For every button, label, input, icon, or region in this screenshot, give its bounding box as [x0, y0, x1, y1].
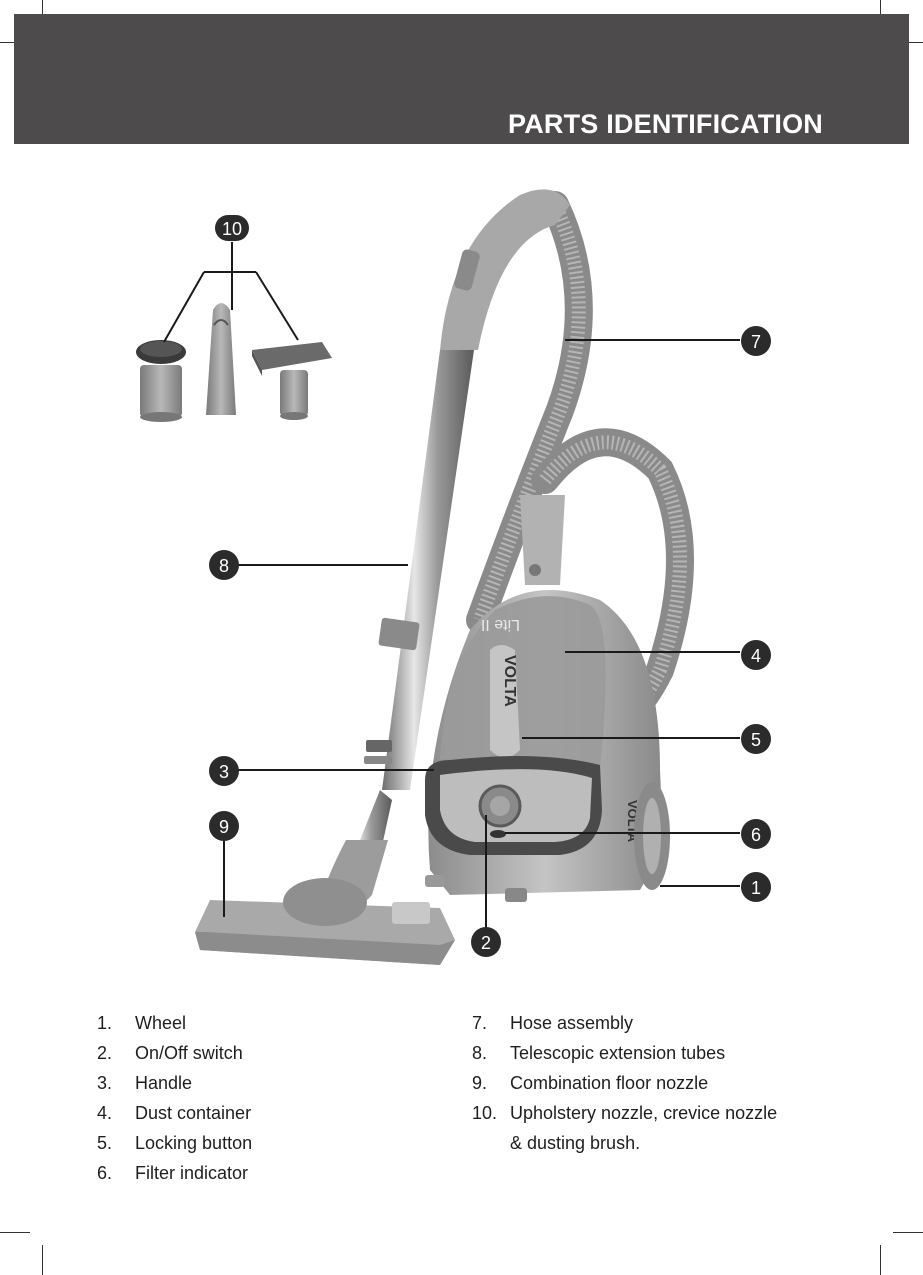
list-item: 5.Locking button — [97, 1128, 252, 1158]
list-item: 4.Dust container — [97, 1098, 252, 1128]
parts-list-right-column: 7.Hose assembly 8.Telescopic extension t… — [472, 1008, 777, 1158]
callout-5: 5 — [741, 724, 771, 754]
callout-2: 2 — [471, 927, 501, 957]
crop-mark — [893, 1232, 923, 1233]
callout-6: 6 — [741, 819, 771, 849]
list-item: 6.Filter indicator — [97, 1158, 252, 1188]
accessories-group — [136, 303, 332, 422]
svg-text:7: 7 — [751, 332, 761, 352]
svg-text:1: 1 — [751, 878, 761, 898]
svg-text:4: 4 — [751, 646, 761, 666]
vacuum-body: Lite II VOLTA VOLTA — [425, 495, 670, 902]
vacuum-illustration: Lite II VOLTA VOLTA — [0, 150, 923, 980]
svg-text:6: 6 — [751, 825, 761, 845]
callout-1: 1 — [741, 872, 771, 902]
svg-text:10: 10 — [222, 219, 242, 239]
list-item-continuation: & dusting brush. — [472, 1128, 777, 1158]
page-title: PARTS IDENTIFICATION — [508, 109, 823, 140]
floor-nozzle — [195, 878, 455, 965]
filter-indicator-light — [490, 830, 506, 838]
callout-10: 10 — [215, 215, 249, 241]
parts-list-left-column: 1.Wheel 2.On/Off switch 3.Handle 4.Dust … — [97, 1008, 252, 1188]
dust-container — [440, 596, 606, 770]
list-item: 1.Wheel — [97, 1008, 252, 1038]
list-item: 2.On/Off switch — [97, 1038, 252, 1068]
svg-text:5: 5 — [751, 730, 761, 750]
list-item: 7.Hose assembly — [472, 1008, 777, 1038]
callout-9: 9 — [209, 811, 239, 841]
svg-text:2: 2 — [481, 933, 491, 953]
dusting-brush — [136, 340, 186, 422]
brand-logo-text: VOLTA — [501, 655, 518, 707]
svg-text:8: 8 — [219, 556, 229, 576]
crop-mark — [42, 1245, 43, 1275]
list-item: 10.Upholstery nozzle, crevice nozzle — [472, 1098, 777, 1128]
callout-7: 7 — [741, 326, 771, 356]
page-header: PARTS IDENTIFICATION — [14, 14, 909, 144]
crop-mark — [0, 1232, 30, 1233]
crevice-nozzle — [206, 303, 236, 415]
callout-3: 3 — [209, 756, 239, 786]
upholstery-nozzle — [252, 342, 332, 420]
svg-text:3: 3 — [219, 762, 229, 782]
list-item: 3.Handle — [97, 1068, 252, 1098]
callout-4: 4 — [741, 640, 771, 670]
brand-model-text: Lite II — [481, 616, 520, 633]
svg-text:9: 9 — [219, 817, 229, 837]
crop-mark — [880, 1245, 881, 1275]
list-item: 9.Combination floor nozzle — [472, 1068, 777, 1098]
callout-8: 8 — [209, 550, 239, 580]
list-item: 8.Telescopic extension tubes — [472, 1038, 777, 1068]
